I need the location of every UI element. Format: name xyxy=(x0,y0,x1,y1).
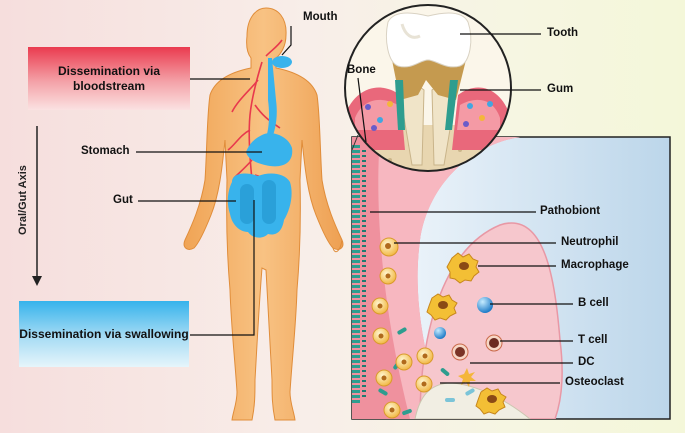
macrophage-cells xyxy=(426,252,507,415)
label-osteoclast: Osteoclast xyxy=(565,376,624,388)
label-stomach: Stomach xyxy=(81,145,130,157)
dendritic-cell xyxy=(458,368,476,387)
zoom-connector xyxy=(351,134,359,151)
label-t-cell: T cell xyxy=(578,334,608,346)
label-dc: DC xyxy=(578,356,595,368)
dissemination-swallowing-box: Dissemination via swallowing xyxy=(19,301,189,367)
leader-lines xyxy=(136,26,573,384)
label-bone: Bone xyxy=(347,64,376,76)
axis-arrow xyxy=(32,126,42,286)
oral-gut-axis-label: Oral/Gut Axis xyxy=(17,165,29,235)
label-gum: Gum xyxy=(547,83,574,95)
label-tooth: Tooth xyxy=(547,27,579,39)
tooth-zoom-circle xyxy=(344,4,512,172)
dissemination-bloodstream-text: Dissemination via bloodstream xyxy=(57,64,161,93)
dissemination-bloodstream-box: Dissemination via bloodstream xyxy=(28,47,190,110)
tissue-zoom-panel xyxy=(351,136,671,420)
label-pathobiont: Pathobiont xyxy=(540,205,601,217)
label-macrophage: Macrophage xyxy=(561,259,629,271)
label-b-cell: B cell xyxy=(578,297,609,309)
label-neutrophil: Neutrophil xyxy=(561,236,619,248)
b-cells xyxy=(434,297,493,339)
neutrophil-cells xyxy=(371,237,434,419)
t-cells xyxy=(451,334,503,361)
dissemination-swallowing-text: Dissemination via swallowing xyxy=(19,326,189,341)
gum-inflammatory-cells xyxy=(365,101,493,131)
label-gut: Gut xyxy=(113,194,133,206)
label-mouth: Mouth xyxy=(303,11,338,23)
digestive-tract xyxy=(227,56,293,238)
